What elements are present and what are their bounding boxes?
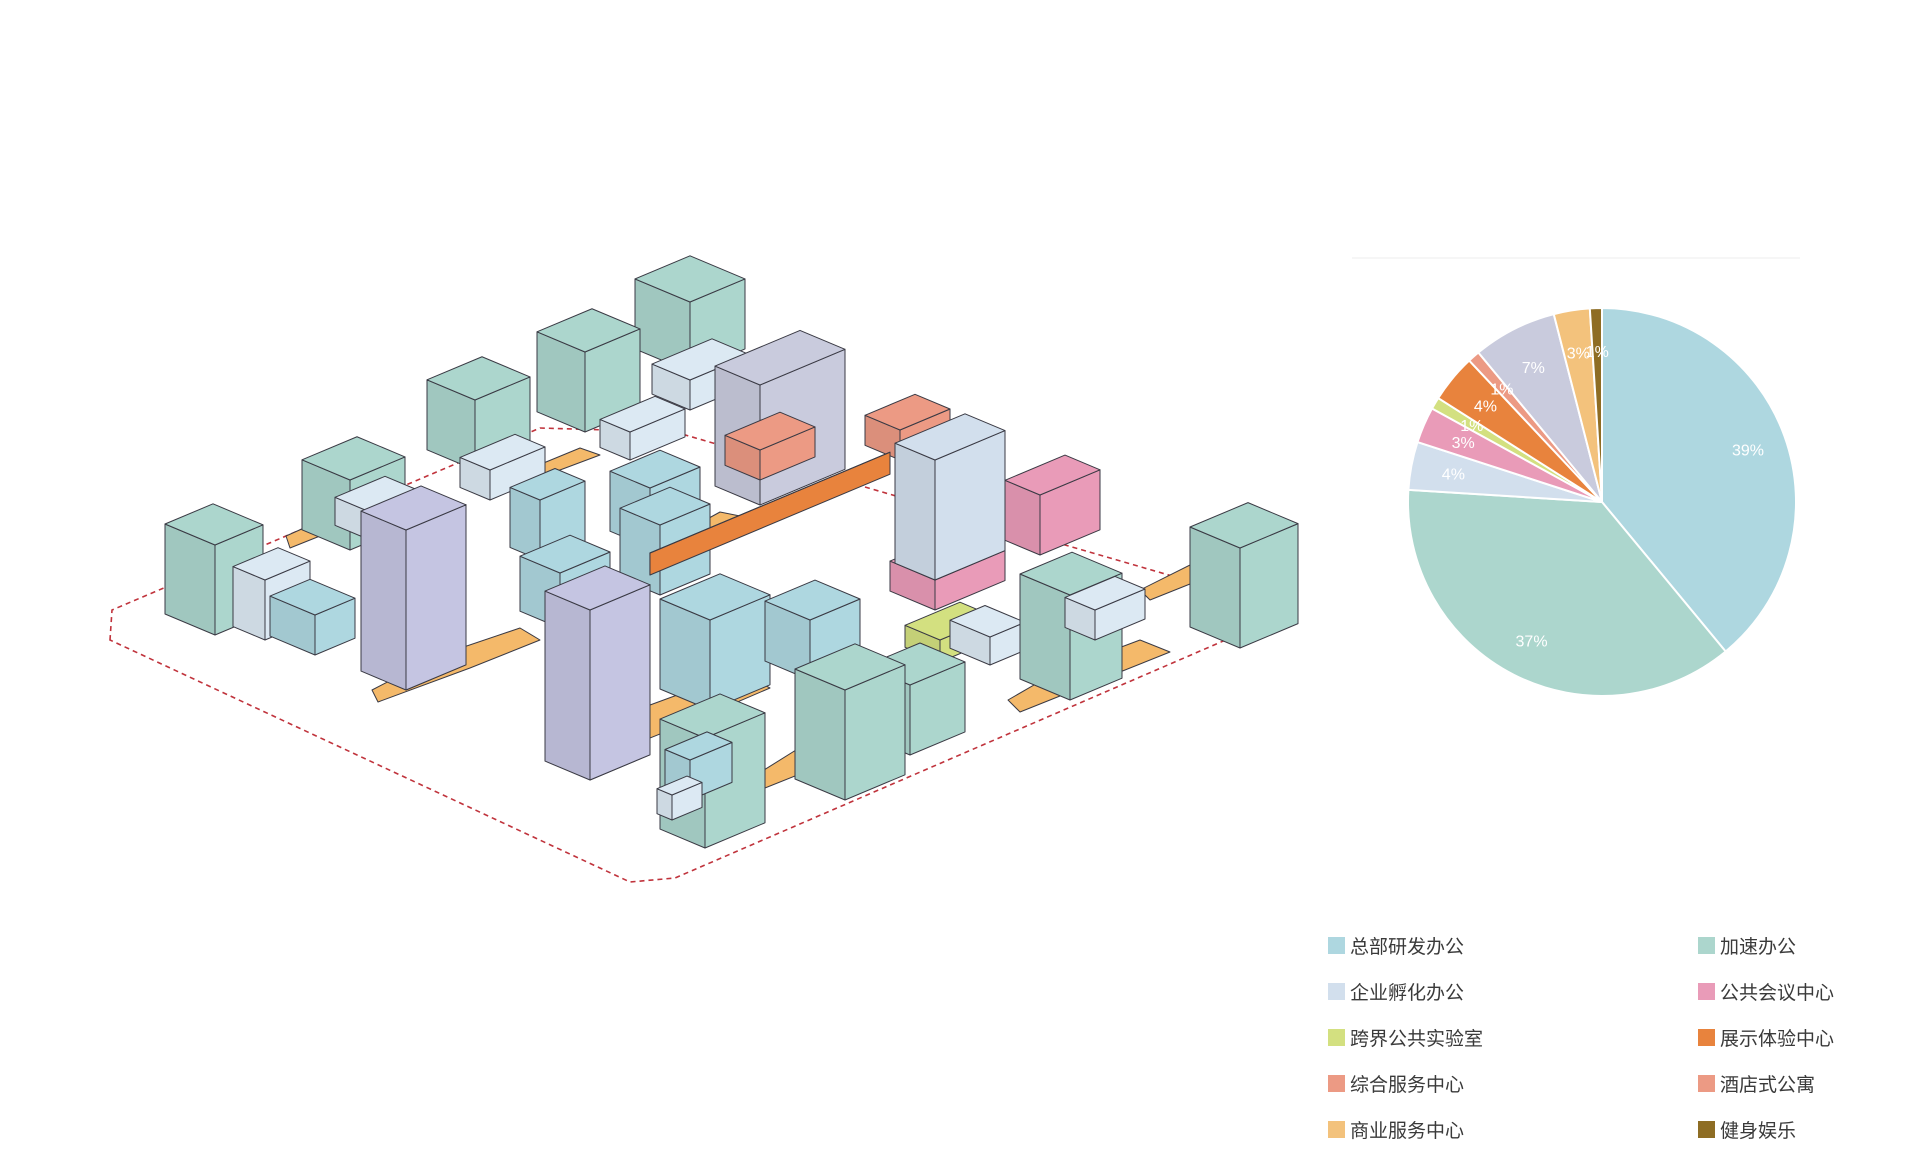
pie-slice-label: 1% (1586, 344, 1609, 361)
block-top-face (764, 579, 861, 621)
legend-swatch (1698, 1120, 1715, 1138)
legend-swatch (1698, 936, 1715, 954)
block-top-face (864, 393, 951, 431)
building-block (619, 486, 711, 596)
legend-swatch (1698, 982, 1715, 1000)
block-top-face (269, 578, 356, 616)
pie-slices (1406, 306, 1797, 697)
block-top-face (519, 534, 611, 574)
block-top-face (659, 693, 766, 739)
legend-item: 加速办公 (1698, 930, 1796, 960)
legend-swatch (1328, 1074, 1345, 1092)
legend-swatch (1698, 1074, 1715, 1092)
block-top-face (649, 451, 891, 554)
pie-slice-label: 1% (1490, 381, 1513, 398)
block-top-face (609, 449, 701, 489)
legend-label: 展示体验中心 (1720, 1028, 1835, 1050)
building-block (659, 573, 771, 711)
legend-label: 酒店式公寓 (1720, 1074, 1816, 1096)
legend-item: 商业服务中心 (1328, 1114, 1464, 1144)
legend-item: 综合服务中心 (1328, 1068, 1464, 1098)
block-top-face (232, 547, 311, 581)
block-top-face (724, 411, 816, 451)
legend-label: 公共会议中心 (1720, 982, 1835, 1004)
block-top-face (459, 433, 546, 471)
legend-label: 企业孵化办公 (1350, 982, 1465, 1004)
legend-item: 展示体验中心 (1698, 1022, 1834, 1052)
block-top-face (894, 413, 1006, 461)
block-top-face (164, 503, 264, 546)
legend-swatch (1328, 936, 1345, 954)
legend-label: 综合服务中心 (1350, 1074, 1465, 1096)
building-block (1189, 502, 1299, 649)
legend-label: 总部研发办公 (1350, 936, 1465, 958)
building-block (459, 433, 546, 501)
legend-swatch (1328, 1028, 1345, 1046)
pie-slice-label: 3% (1567, 346, 1590, 363)
building-block (656, 775, 703, 821)
building-block (724, 411, 816, 481)
building-block (536, 308, 641, 433)
building-block (269, 578, 356, 656)
legend-label: 健身娱乐 (1720, 1120, 1797, 1142)
block-top-face (536, 308, 641, 353)
building-block (894, 413, 1006, 581)
building-blocks (164, 255, 1299, 849)
legend-item: 企业孵化办公 (1328, 976, 1464, 1006)
pie-slice-label: 37% (1516, 633, 1548, 650)
pie-slice-label: 7% (1522, 360, 1545, 377)
block-top-face (659, 573, 771, 621)
legend: 总部研发办公 加速办公 企业孵化办公 公共会议中心 跨界公共实验室 展示体验中心… (1320, 930, 1840, 1160)
legend-swatch (1328, 982, 1345, 1000)
building-block (1004, 454, 1101, 556)
legend-item: 公共会议中心 (1698, 976, 1834, 1006)
block-top-face (714, 329, 846, 386)
block-top-face (301, 436, 406, 481)
pie-slice (1601, 306, 1797, 653)
legend-item: 酒店式公寓 (1698, 1068, 1815, 1098)
block-top-face (619, 486, 711, 526)
building-block (599, 395, 686, 461)
legend-label: 跨界公共实验室 (1350, 1028, 1484, 1050)
block-top-face (634, 255, 746, 303)
legend-item: 跨界公共实验室 (1328, 1022, 1483, 1052)
pie-slice (1588, 306, 1603, 503)
legend-label: 加速办公 (1720, 936, 1797, 958)
block-top-face (599, 395, 686, 433)
legend-item: 总部研发办公 (1328, 930, 1464, 960)
pie-slice-label: 4% (1474, 399, 1497, 416)
legend-swatch (1328, 1120, 1345, 1138)
block-top-face (794, 643, 906, 691)
building-block (509, 468, 586, 561)
block-top-face (664, 731, 733, 761)
block-top-face (509, 468, 586, 501)
building-block (649, 451, 891, 576)
pie-labels: 39%37%4%3%1%4%1%7%3%1% (1442, 344, 1764, 651)
building-block (794, 643, 906, 801)
building-block (544, 565, 651, 781)
pie-slice-label: 39% (1732, 442, 1764, 459)
block-top-face (656, 775, 703, 796)
block-top-face (360, 485, 467, 531)
building-block (360, 485, 467, 691)
pie-slice-label: 4% (1442, 467, 1465, 484)
block-top-face (949, 605, 1026, 638)
block-top-face (1064, 575, 1146, 611)
block-top-face (426, 356, 531, 401)
pie-slice (1406, 488, 1728, 697)
pie-slice-label: 1% (1460, 418, 1483, 435)
building-block (949, 605, 1026, 666)
legend-swatch (1698, 1028, 1715, 1046)
legend-label: 商业服务中心 (1350, 1120, 1465, 1142)
block-top-face (1004, 454, 1101, 496)
block-top-face (1189, 502, 1299, 549)
building-block (1064, 575, 1146, 641)
legend-item: 健身娱乐 (1698, 1114, 1796, 1144)
block-top-face (544, 565, 651, 611)
pie-slice-label: 3% (1452, 435, 1475, 452)
